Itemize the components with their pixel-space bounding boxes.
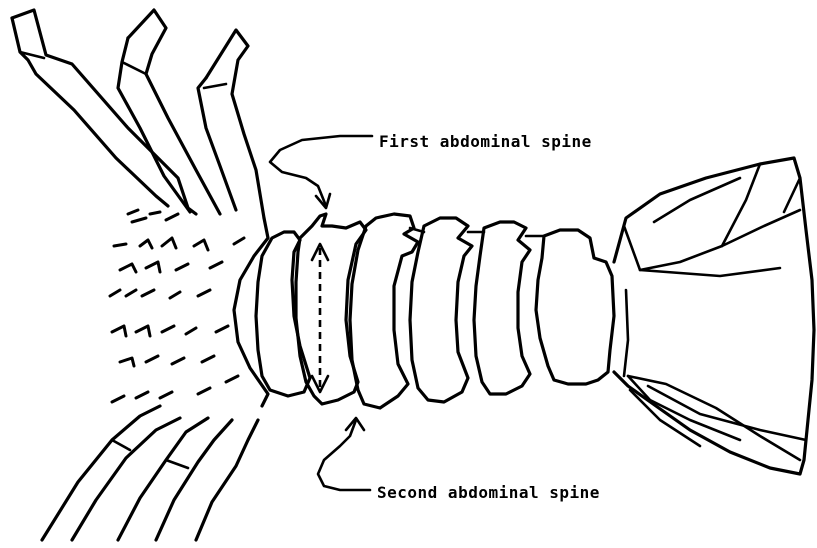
measurement-arrow [312,244,328,392]
first-abdominal-spine-label: First abdominal spine [379,132,592,151]
abdominal-segments [256,214,614,408]
first-spine-leader [270,136,372,206]
carapace-spines [110,210,244,402]
lower-legs [42,406,258,540]
second-abdominal-spine-label: Second abdominal spine [377,483,600,502]
second-spine-leader [318,420,370,490]
upper-legs [12,10,264,218]
tail-fan [614,158,814,474]
